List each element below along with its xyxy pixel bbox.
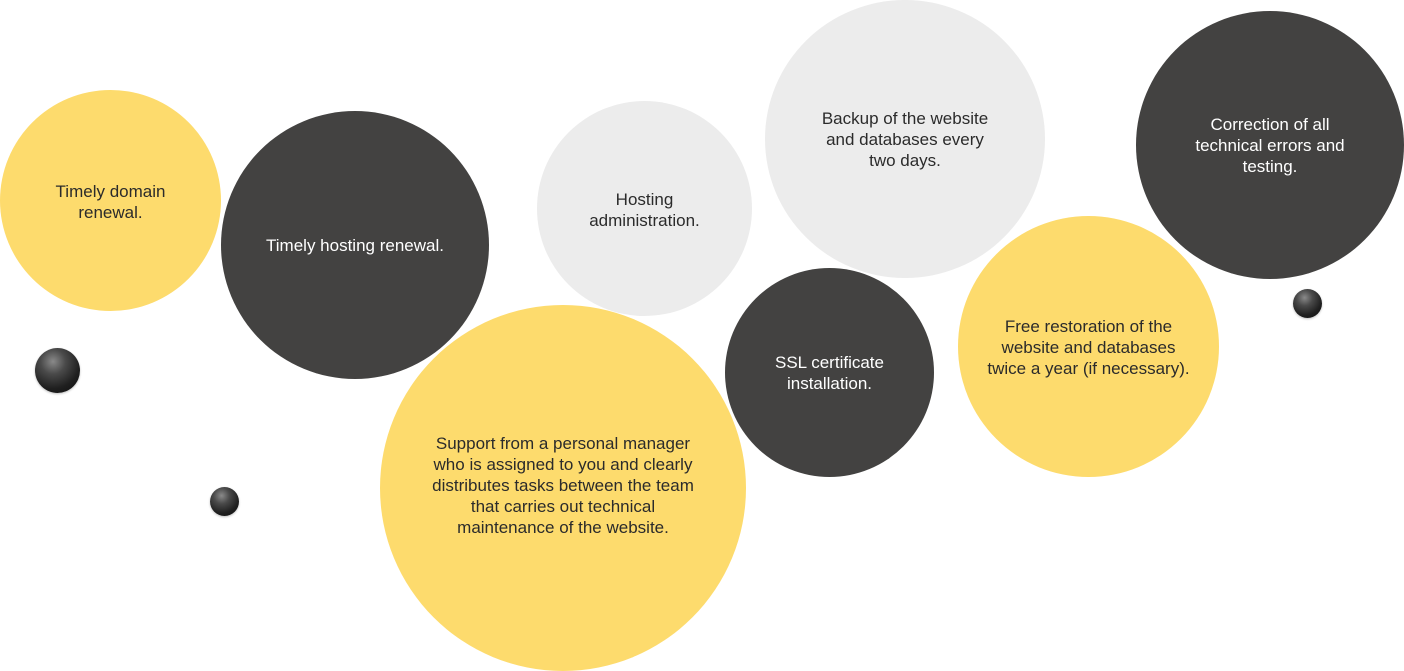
decorative-sphere-small — [210, 487, 239, 516]
bubble-personal-manager-support-text: Support from a personal manager who is a… — [432, 433, 694, 537]
bubble-hosting-renewal-text: Timely hosting renewal. — [266, 235, 444, 255]
bubble-hosting-renewal: Timely hosting renewal. — [221, 111, 489, 379]
bubble-free-restoration: Free restoration of the website and data… — [958, 216, 1219, 477]
bubble-backup: Backup of the website and databases ever… — [765, 0, 1045, 278]
bubble-hosting-administration: Hosting administration. — [537, 101, 752, 316]
bubble-error-correction: Correction of all technical errors and t… — [1136, 11, 1404, 279]
bubble-error-correction-text: Correction of all technical errors and t… — [1195, 114, 1345, 176]
bubble-domain-renewal-text: Timely domain renewal. — [55, 181, 166, 222]
bubble-ssl-installation: SSL certificate installation. — [725, 268, 934, 477]
bubble-domain-renewal: Timely domain renewal. — [0, 90, 221, 311]
decorative-sphere-large — [35, 348, 80, 393]
bubble-ssl-installation-text: SSL certificate installation. — [775, 352, 884, 393]
bubble-backup-text: Backup of the website and databases ever… — [821, 108, 989, 170]
bubble-free-restoration-text: Free restoration of the website and data… — [987, 317, 1190, 378]
decorative-sphere-small-right — [1293, 289, 1322, 318]
bubble-hosting-administration-text: Hosting administration. — [589, 189, 700, 230]
bubble-personal-manager-support: Support from a personal manager who is a… — [380, 305, 746, 671]
